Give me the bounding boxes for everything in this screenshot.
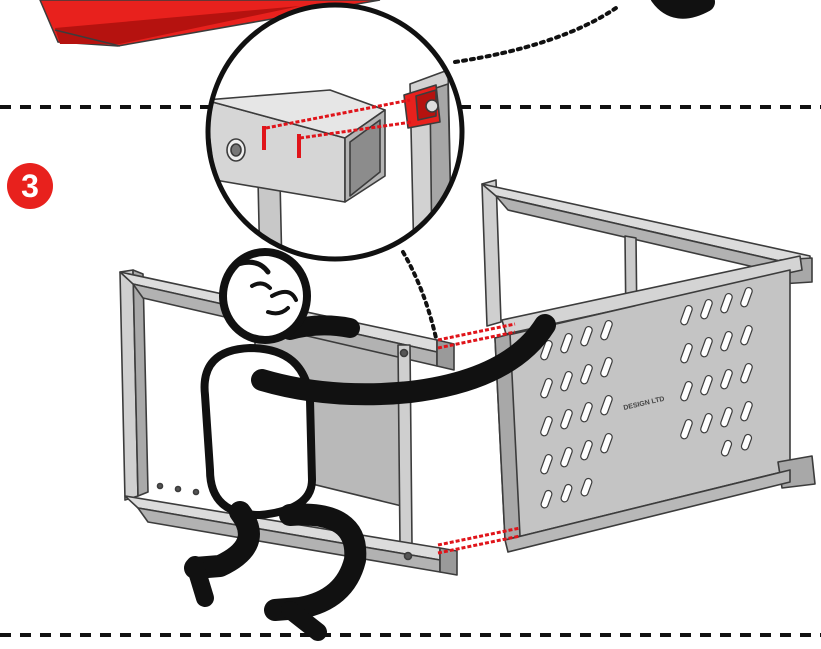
- previous-step-hand: [660, 0, 705, 9]
- step-number: 3: [21, 170, 39, 202]
- right-frame-assembly: [482, 180, 815, 552]
- callout-leader: [403, 252, 436, 338]
- callout-leader-top: [455, 8, 616, 62]
- detail-callout: [205, 5, 462, 270]
- step-number-badge: 3: [7, 163, 53, 209]
